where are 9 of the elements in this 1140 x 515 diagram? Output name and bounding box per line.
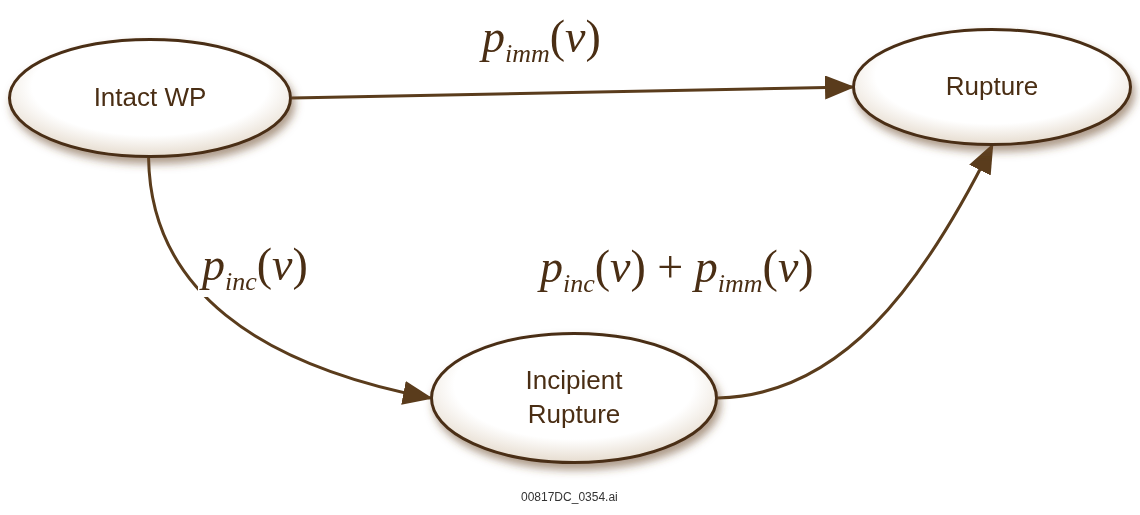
file-name-note: 00817DC_0354.ai [521,490,618,504]
state-label: Incipient Rupture [524,364,624,431]
state-ellipse [852,28,1132,146]
arrow [291,75,855,100]
state-ellipse [8,38,292,158]
state-label: Intact WP [92,81,208,115]
state-label: Rupture [944,70,1040,104]
arrow [147,157,433,404]
state-ellipse [430,332,718,464]
